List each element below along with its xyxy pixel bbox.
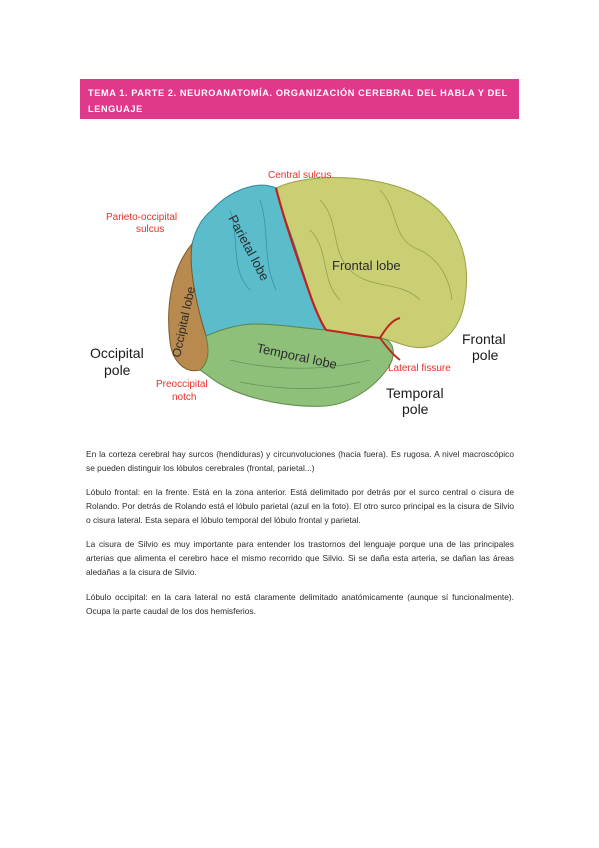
occipital-pole-label-line2: pole — [104, 362, 131, 378]
preoccipital-label-line1: Preoccipital — [156, 379, 208, 390]
brain-lobes-figure: Frontal lobe Parietal lobe Occipital lob… — [80, 160, 520, 422]
section-title: TEMA 1. PARTE 2. NEUROANATOMÍA. ORGANIZA… — [88, 88, 508, 114]
brain-diagram: Frontal lobe Parietal lobe Occipital lob… — [90, 170, 506, 417]
section-header-banner: TEMA 1. PARTE 2. NEUROANATOMÍA. ORGANIZA… — [80, 79, 519, 119]
frontal-pole-label-line1: Frontal — [462, 331, 506, 347]
preoccipital-label-line2: notch — [172, 392, 196, 403]
paragraph-frontal-lobe: Lóbulo frontal: en la frente. Está en la… — [86, 487, 514, 525]
temporal-pole-label-line1: Temporal — [386, 385, 444, 401]
frontal-lobe-label: Frontal lobe — [332, 258, 401, 273]
paragraph-sylvian-fissure: La cisura de Silvio es muy importante pa… — [86, 539, 514, 577]
temporal-pole-label-line2: pole — [402, 401, 429, 417]
temporal-lobe-region — [199, 323, 394, 407]
parieto-occipital-label-line2: sulcus — [136, 224, 164, 235]
lateral-fissure-label: Lateral fissure — [388, 363, 451, 374]
paragraph-cortex: En la corteza cerebral hay surcos (hendi… — [86, 449, 514, 473]
frontal-pole-label-line2: pole — [472, 347, 499, 363]
central-sulcus-label: Central sulcus — [268, 170, 331, 181]
parieto-occipital-label-line1: Parieto-occipital — [106, 212, 177, 223]
paragraph-occipital-lobe: Lóbulo occipital: en la cara lateral no … — [86, 592, 514, 616]
occipital-pole-label-line1: Occipital — [90, 345, 144, 361]
